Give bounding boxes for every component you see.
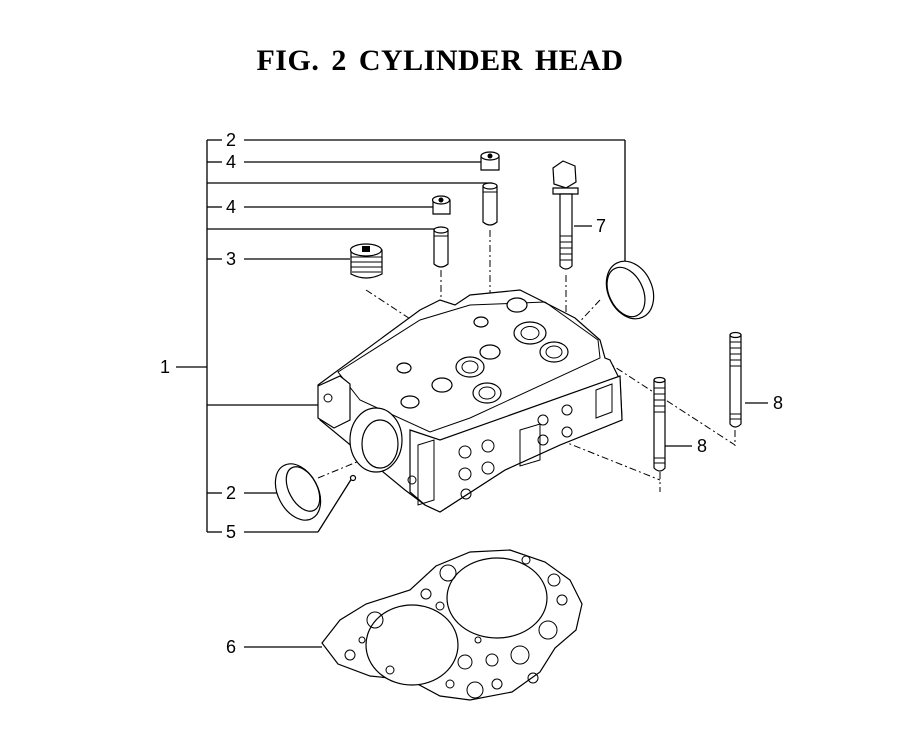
head-gasket [321,549,583,701]
callout-2-bottom: 2 [226,483,236,503]
callout-3: 3 [226,249,236,269]
pin-part-5 [349,474,357,482]
callout-7: 7 [596,216,606,236]
stud-right [729,331,742,428]
figure-title: FIG. 2 CYLINDER HEAD [256,44,624,77]
valve-seal-mid [431,195,451,215]
callout-6: 6 [226,637,236,657]
callout-4-top: 4 [226,152,236,172]
cylinder-head-body [317,289,623,513]
threaded-plug [349,243,383,279]
assembly-bracket [176,139,492,533]
callout-1: 1 [160,357,170,377]
callout-8-right: 8 [773,393,783,413]
valve-guide-top [482,182,498,226]
callout-8-mid: 8 [697,436,707,456]
head-bolt [552,160,579,270]
callout-2-top: 2 [226,130,236,150]
stud-mid [653,376,666,472]
callout-5: 5 [226,522,236,542]
leader-lines [244,139,768,648]
callout-4-mid: 4 [226,197,236,217]
cup-plug-bottom [274,463,322,521]
valve-seal-top [480,151,500,171]
core-plug-top [605,260,655,320]
valve-guide-mid [433,226,449,268]
